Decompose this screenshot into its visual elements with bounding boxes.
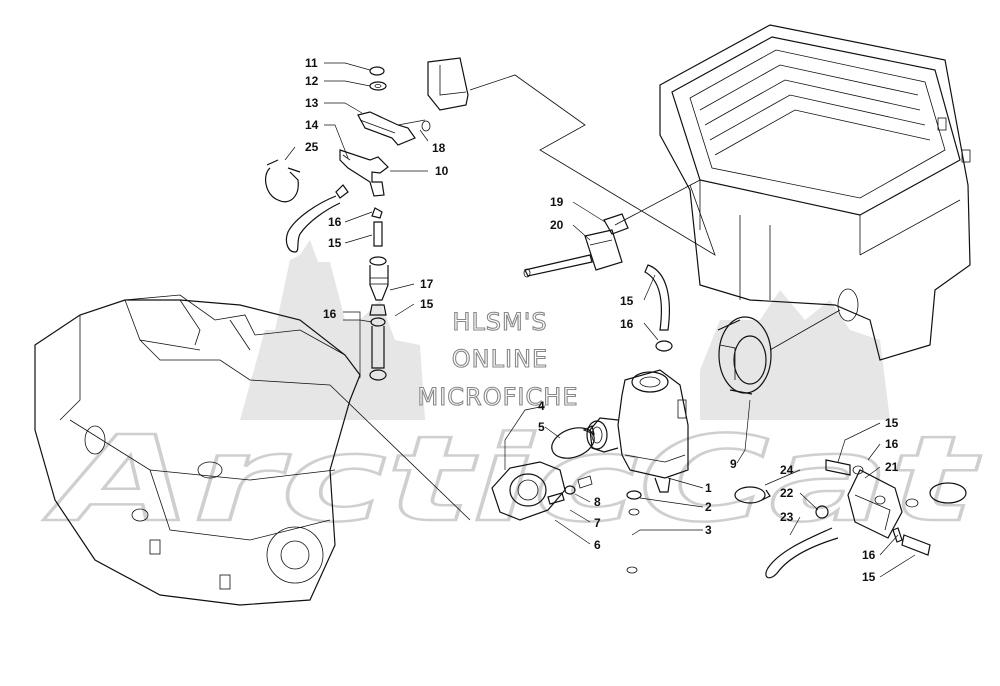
callout-16-pump-bottom: 16	[862, 548, 876, 562]
engine-block	[34, 294, 361, 606]
callout-20: 20	[550, 218, 564, 232]
watermark-brand: ArcticCat	[43, 410, 982, 548]
callout-12: 12	[305, 74, 319, 88]
carburetor	[586, 369, 689, 493]
callout-23: 23	[780, 510, 794, 524]
callout-18: 18	[432, 141, 446, 155]
callout-19: 19	[550, 195, 564, 209]
watermark-line-3: MICROFICHE	[418, 383, 579, 411]
callout-1: 1	[705, 481, 712, 495]
callout-16-center: 16	[620, 317, 634, 331]
callout-16-valve: 16	[328, 215, 342, 229]
callout-10: 10	[435, 164, 449, 178]
callout-15-lower: 15	[420, 297, 434, 311]
callout-8: 8	[594, 495, 601, 509]
callout-3: 3	[705, 523, 712, 537]
callout-21: 21	[885, 460, 899, 474]
clamp-and-gasket	[491, 425, 642, 574]
fuel-pump	[734, 459, 967, 579]
intake-boot	[717, 316, 772, 395]
callout-15-pump-bottom: 15	[862, 570, 876, 584]
callout-16-pump-top: 16	[885, 437, 899, 451]
callout-25: 25	[305, 140, 319, 154]
callout-2: 2	[705, 500, 712, 514]
callout-7: 7	[594, 516, 601, 530]
leader-lines	[284, 62, 916, 578]
bracket-assembly	[523, 213, 673, 352]
watermark-line-2: ONLINE	[452, 345, 548, 373]
callout-15-valve: 15	[328, 236, 342, 250]
callout-15-pump-top: 15	[885, 416, 899, 430]
callout-17: 17	[420, 277, 434, 291]
fuel-valve-assembly	[264, 57, 469, 381]
air-box	[659, 24, 971, 361]
callout-24: 24	[780, 463, 794, 477]
callout-11: 11	[305, 56, 318, 70]
callout-15-center: 15	[620, 294, 634, 308]
reference-lines	[329, 74, 841, 521]
watermark-skyline	[240, 240, 890, 420]
callout-14: 14	[305, 118, 319, 132]
callout-5: 5	[538, 420, 545, 434]
callout-4: 4	[538, 399, 545, 413]
callout-13: 13	[305, 96, 319, 110]
callout-labels: 11 12 13 14 25 18 10 16 15 17 16 15 19 2…	[305, 56, 899, 584]
callout-9: 9	[730, 457, 737, 471]
callout-6: 6	[594, 538, 601, 552]
watermark-line-1: HLSM'S	[452, 308, 547, 336]
callout-22: 22	[780, 486, 794, 500]
callout-16-lower: 16	[323, 307, 337, 321]
